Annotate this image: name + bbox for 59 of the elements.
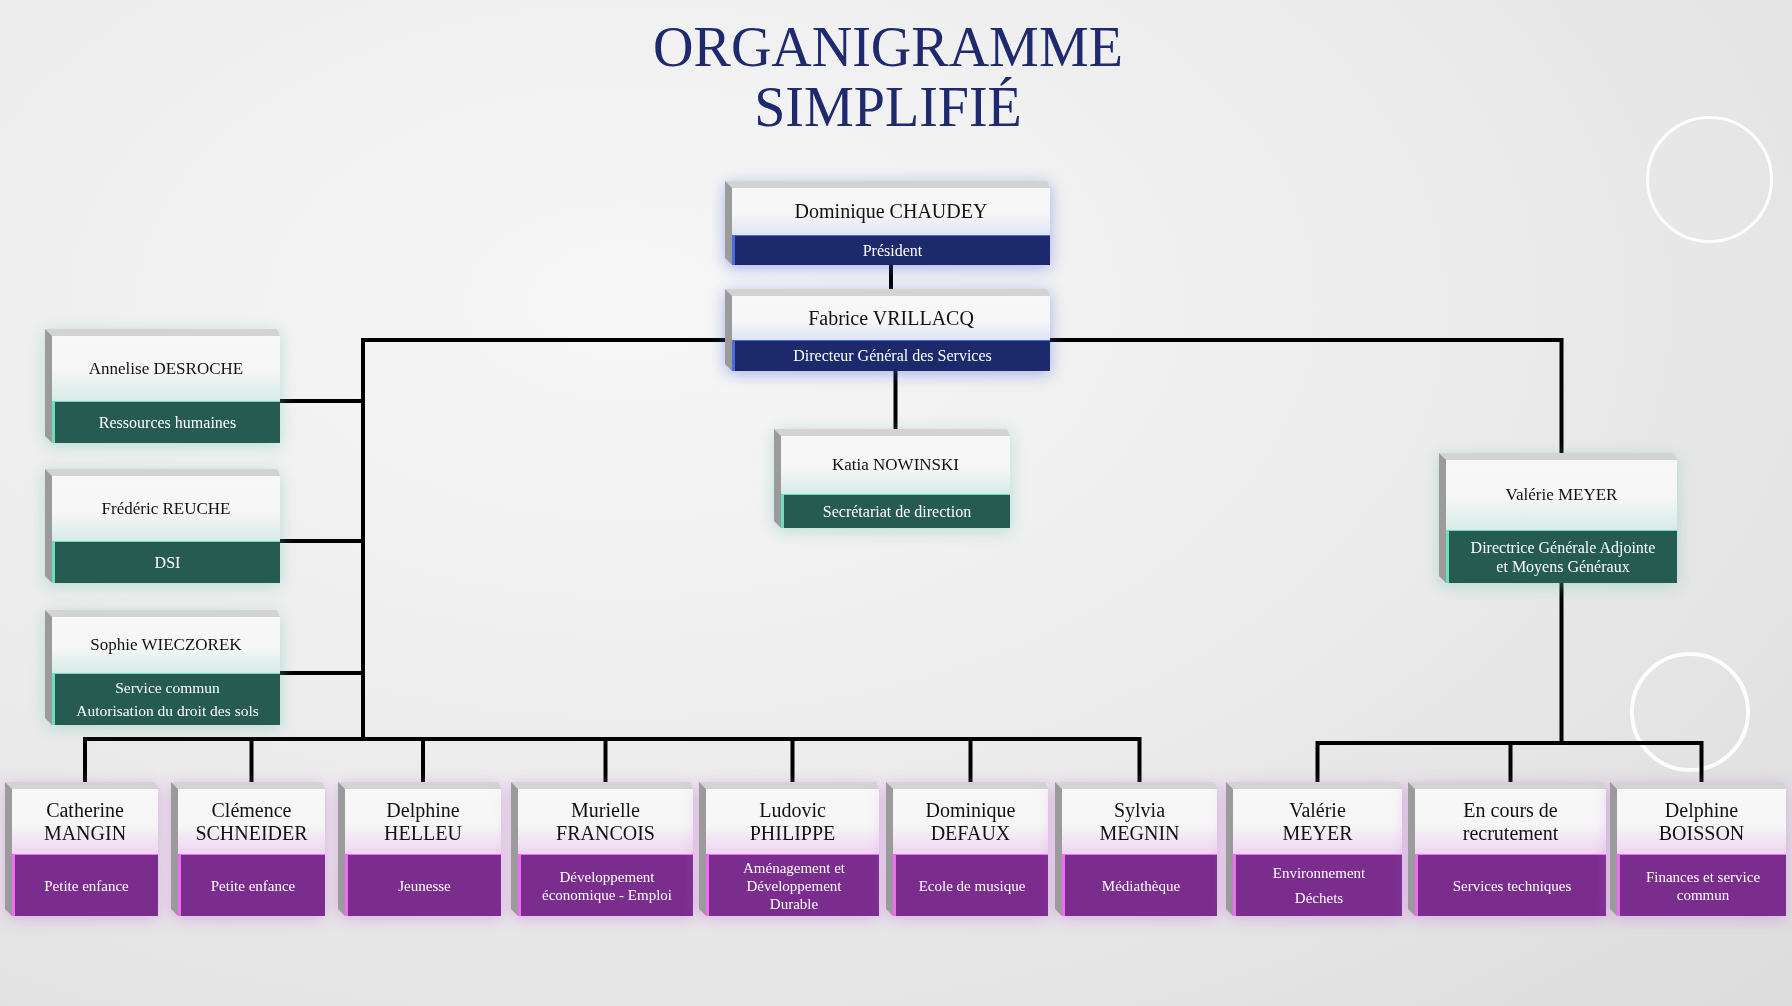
role-title: Autorisation du droit des sols [76, 701, 259, 721]
role-title: Service commun [115, 678, 220, 698]
connector-line [83, 338, 1142, 784]
person-name: Dominique CHAUDEY [794, 200, 988, 223]
role-title: Jeunesse [398, 876, 451, 895]
role-title: Ecole de musique [918, 876, 1026, 895]
person-name: Frédéric REUCHE [101, 498, 231, 519]
role-title: Ressources humaines [98, 412, 237, 433]
role-title: Aménagement et Développement Durable [741, 858, 846, 913]
role-title: Directrice Générale Adjointe et Moyens Généraux [1469, 537, 1657, 577]
org-chart-card [774, 429, 1010, 528]
connector-line [893, 371, 898, 429]
org-chart-card [5, 782, 158, 916]
person-name: Clémence SCHNEIDER [194, 798, 309, 845]
org-chart-card [171, 782, 325, 916]
role-title: Finances et service commun [1644, 867, 1762, 904]
role-title: Président [862, 240, 923, 261]
org-chart-card [1610, 782, 1786, 916]
org-chart-card [45, 329, 280, 443]
org-chart-card [45, 610, 280, 725]
role-title: Directeur Général des Services [793, 346, 992, 366]
role-title: Secrétariat de direction [822, 501, 972, 522]
org-chart-card [511, 782, 693, 916]
role-title: Services techniques [1452, 876, 1572, 895]
org-chart-card [1439, 453, 1677, 583]
role-title: Environnement [1272, 864, 1366, 882]
org-chart-card [1408, 782, 1606, 916]
person-name: Delphine BOISSON [1657, 798, 1746, 845]
connector-line [889, 265, 893, 289]
person-name: Delphine HELLEU [383, 798, 463, 845]
role-title: Petite enfance [210, 876, 296, 895]
person-name: Annelise DESROCHE [88, 358, 244, 379]
org-chart-card [886, 782, 1048, 916]
org-chart-card [699, 782, 879, 916]
person-name: Ludovic PHILIPPE [748, 798, 837, 845]
org-chart-card [1055, 782, 1217, 916]
person-name: Valérie MEYER [1281, 798, 1354, 845]
role-title: Déchets [1294, 889, 1344, 907]
connector-line [1050, 338, 1564, 453]
person-name: Fabrice VRILLACQ [808, 306, 974, 330]
org-chart-card [725, 181, 1050, 265]
chart-title: ORGANIGRAMME SIMPLIFIÉ [652, 17, 1124, 137]
role-title: Médiathèque [1101, 876, 1181, 895]
role-title: Développement économique - Emploi [541, 867, 673, 904]
person-name: En cours de recrutement [1461, 798, 1560, 845]
person-name: Valérie MEYER [1505, 485, 1618, 505]
org-chart-card [45, 469, 280, 583]
connector-line [1315, 581, 1704, 784]
org-chart-card [725, 289, 1050, 371]
person-name: Sophie WIECZOREK [90, 635, 242, 655]
person-name: Murielle FRANCOIS [555, 798, 656, 845]
person-name: Dominique DEFAUX [924, 798, 1017, 845]
person-name: Catherine MANGIN [42, 798, 128, 845]
org-chart-card [1226, 782, 1402, 916]
org-chart-card [338, 782, 501, 916]
person-name: Katia NOWINSKI [832, 455, 959, 475]
role-title: DSI [154, 552, 181, 573]
person-name: Sylvia MEGNIN [1098, 798, 1181, 845]
role-title: Petite enfance [44, 876, 129, 895]
